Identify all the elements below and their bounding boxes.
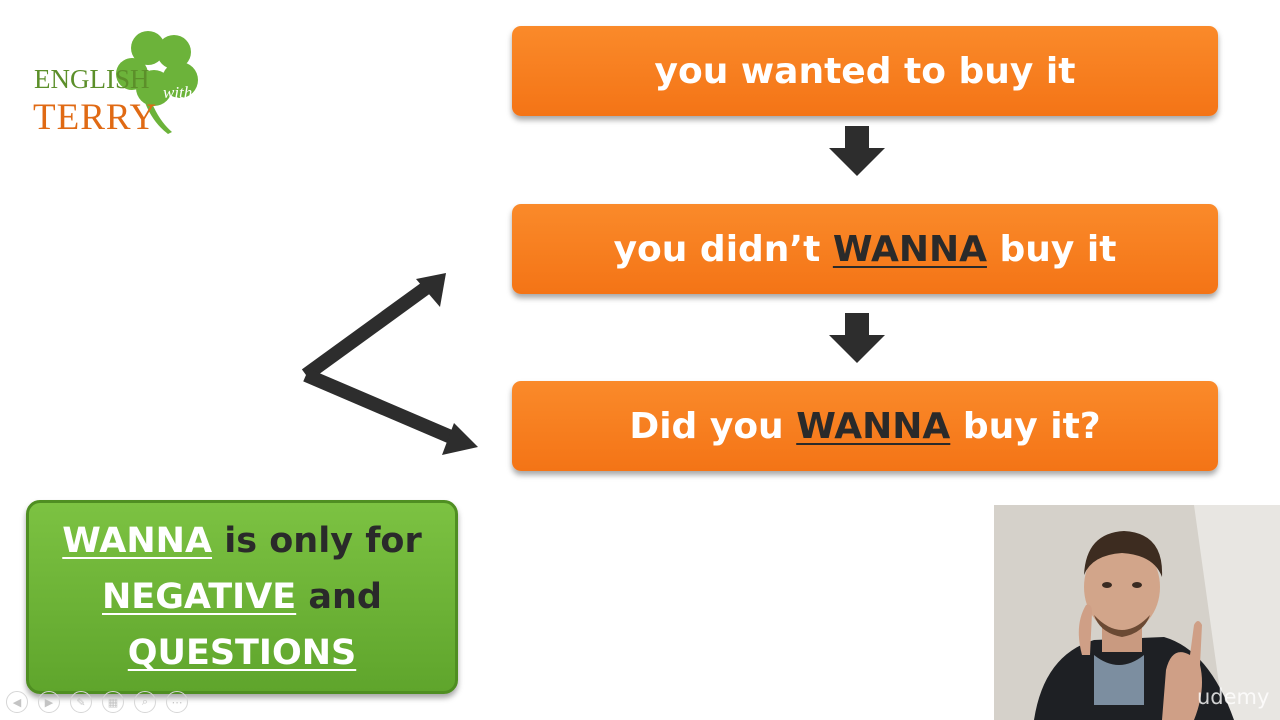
rule-text: and	[296, 577, 382, 617]
prev-slide-icon[interactable]: ◀	[6, 691, 28, 713]
presenter-image	[994, 505, 1280, 720]
logo-english-with-terry: ENGLISH with TERRY	[30, 28, 210, 138]
webcam-video	[994, 505, 1280, 720]
rule-note-box: WANNA is only for NEGATIVE and QUESTIONS	[26, 500, 458, 694]
logo-text-english: ENGLISH	[34, 64, 150, 94]
logo-text-with: with	[163, 83, 193, 102]
slideshow-toolbar: ◀ ▶ ✎ ▦ ⌕ ⋯	[6, 691, 188, 713]
statement-text-pre: Did you	[629, 405, 797, 447]
statement-text-post: buy it?	[950, 405, 1101, 447]
rule-emphasis: NEGATIVE	[102, 577, 297, 617]
next-slide-icon[interactable]: ▶	[38, 691, 60, 713]
zoom-icon[interactable]: ⌕	[134, 691, 156, 713]
branch-arrow-icon	[301, 273, 478, 455]
rule-note-line-1: WANNA is only for	[62, 513, 422, 569]
more-icon[interactable]: ⋯	[166, 691, 188, 713]
down-arrow-icon	[829, 313, 885, 363]
rule-emphasis: WANNA	[62, 521, 213, 561]
statement-box-3: Did you WANNA buy it?	[512, 381, 1218, 471]
rule-note-line-3: QUESTIONS	[128, 625, 356, 681]
statement-emphasis: WANNA	[796, 405, 951, 447]
pen-icon[interactable]: ✎	[70, 691, 92, 713]
statement-emphasis: WANNA	[832, 228, 987, 270]
slides-icon[interactable]: ▦	[102, 691, 124, 713]
statement-box-1: you wanted to buy it	[512, 26, 1218, 116]
rule-text: is only for	[212, 521, 422, 561]
statement-text-pre: you didn’t	[613, 228, 833, 270]
rule-emphasis: QUESTIONS	[127, 633, 357, 673]
shamrock-icon	[116, 31, 198, 134]
down-arrow-icon	[829, 126, 885, 176]
statement-text: you wanted to buy it	[654, 50, 1076, 92]
rule-note-line-2: NEGATIVE and	[102, 569, 382, 625]
statement-box-2: you didn’t WANNA buy it	[512, 204, 1218, 294]
logo-text-terry: TERRY	[33, 97, 158, 138]
statement-text-post: buy it	[986, 228, 1117, 270]
udemy-watermark: udemy	[1197, 685, 1270, 709]
